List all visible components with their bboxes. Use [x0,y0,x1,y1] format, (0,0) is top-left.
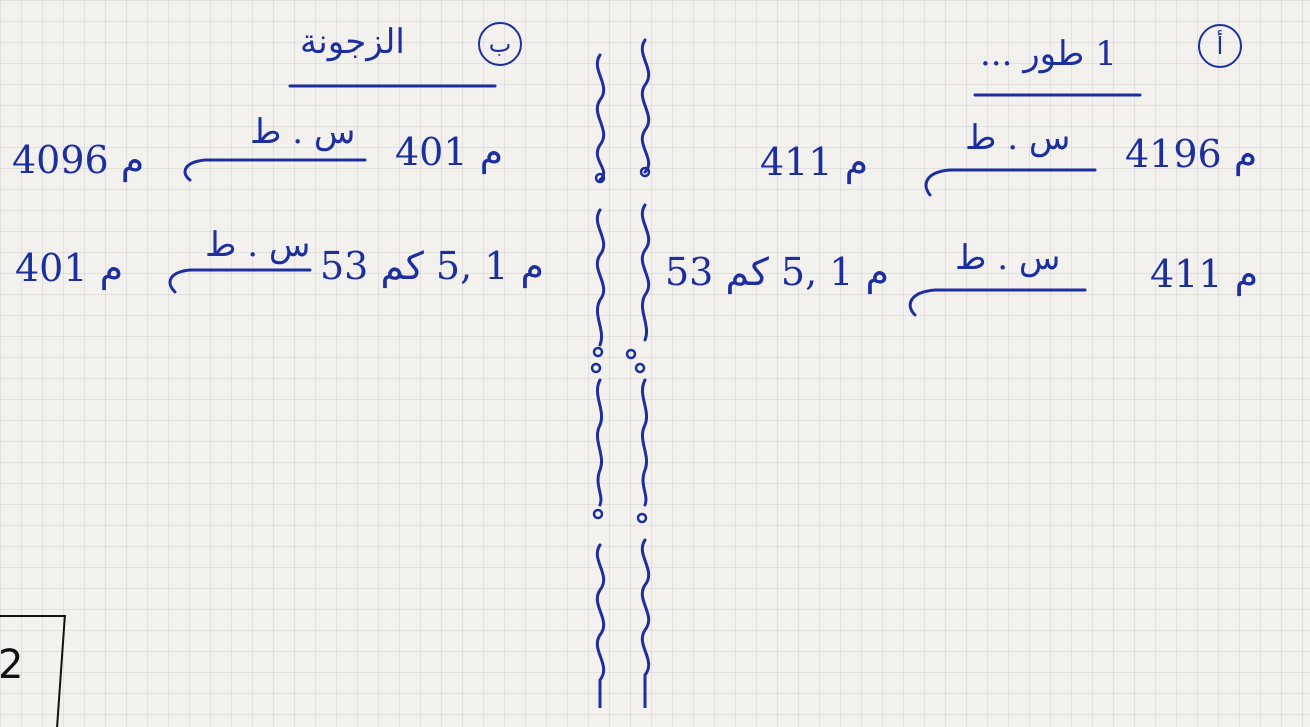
right-row2-right: 411 م [1150,252,1259,296]
left-row2-right: 53 م 1 ,5 كم [320,244,545,288]
divider-dot [594,172,606,184]
left-row1-right: 401 م [395,130,504,174]
page-number: 2 [0,642,24,688]
left-row2-arrow-label: س . ط [205,225,311,265]
arrow-left-row2 [168,268,312,294]
right-row1-right: 4196 م [1125,132,1258,176]
left-row1-left: 4096 م [12,138,145,182]
left-row2-left: 401 م [15,246,124,290]
left-row1-arrow-label: س . ط [250,112,356,152]
right-row1-arrow-label: س . ط [965,118,1071,158]
divider-dot [636,512,648,524]
arrow-right-row2 [908,288,1087,317]
section-title-left: الزجونة [300,22,405,62]
arrow-right-row1 [924,168,1097,197]
section-number-badge-right: أ [1198,24,1242,68]
divider-dot [590,362,602,374]
ink-strokes [168,38,1142,708]
divider-dot [639,166,651,178]
section-title-right: 1 طور ... [980,34,1117,74]
section-number-badge-left: ب [478,22,522,66]
divider-dot [592,508,604,520]
divider-dot [634,362,646,374]
right-row2-arrow-label: س . ط [955,238,1061,278]
right-row1-left: 411 م [760,140,869,184]
divider-wave-left [595,53,606,708]
divider-dot [625,348,637,360]
divider-dot [592,346,604,358]
arrow-left-row1 [183,158,367,182]
divider-wave-right [640,38,651,708]
right-row2-left: 53 م 1 ,5 كم [665,250,890,294]
